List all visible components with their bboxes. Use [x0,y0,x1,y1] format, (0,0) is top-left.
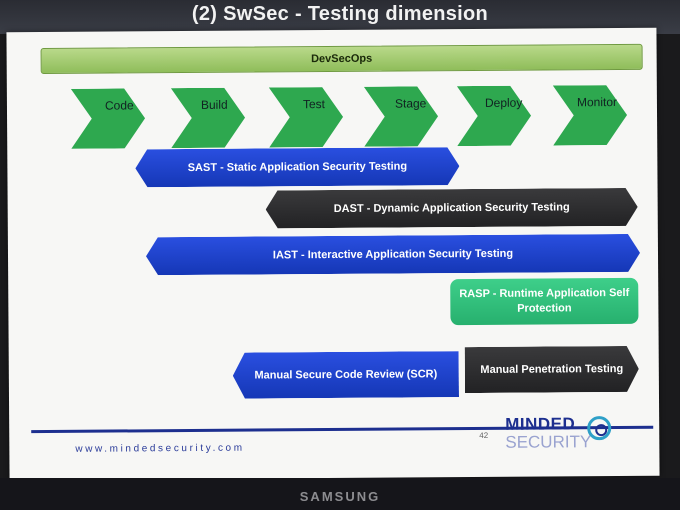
sast-bar: SAST - Static Application Security Testi… [135,147,459,187]
logo-text-security: SECURITY [505,432,592,452]
slide: DevSecOps Code Build Test Stage Deploy M… [6,27,660,481]
phase-label-monitor: Monitor [576,95,618,110]
phase-label-build: Build [200,97,228,112]
logo-text-minded: MINDED [505,414,576,434]
phase-label-code: Code [104,98,134,113]
monitor-brand-label: SAMSUNG [299,489,381,504]
phase-label-test: Test [302,97,326,112]
devsecops-bar: DevSecOps [40,43,643,75]
chevron-stage [364,86,438,147]
chevron-code [71,88,145,149]
phase-label-deploy: Deploy [484,95,523,110]
footer-url: www.mindedsecurity.com [75,442,245,455]
minded-security-logo-icon [587,416,612,441]
chevron-build [171,88,245,149]
page-number: 42 [479,430,489,440]
iast-bar: IAST - Interactive Application Security … [146,234,640,275]
scr-bar: Manual Secure Code Review (SCR) [233,351,459,399]
pentest-bar: Manual Penetration Testing [465,346,639,393]
chevron-test [269,87,343,148]
slide-title: (2) SwSec - Testing dimension [191,3,489,25]
monitor-bottom-bezel [0,478,680,510]
phase-label-stage: Stage [394,96,427,111]
rasp-bar: RASP - Runtime Application Self Protecti… [450,277,639,326]
dast-bar: DAST - Dynamic Application Security Test… [266,188,638,229]
